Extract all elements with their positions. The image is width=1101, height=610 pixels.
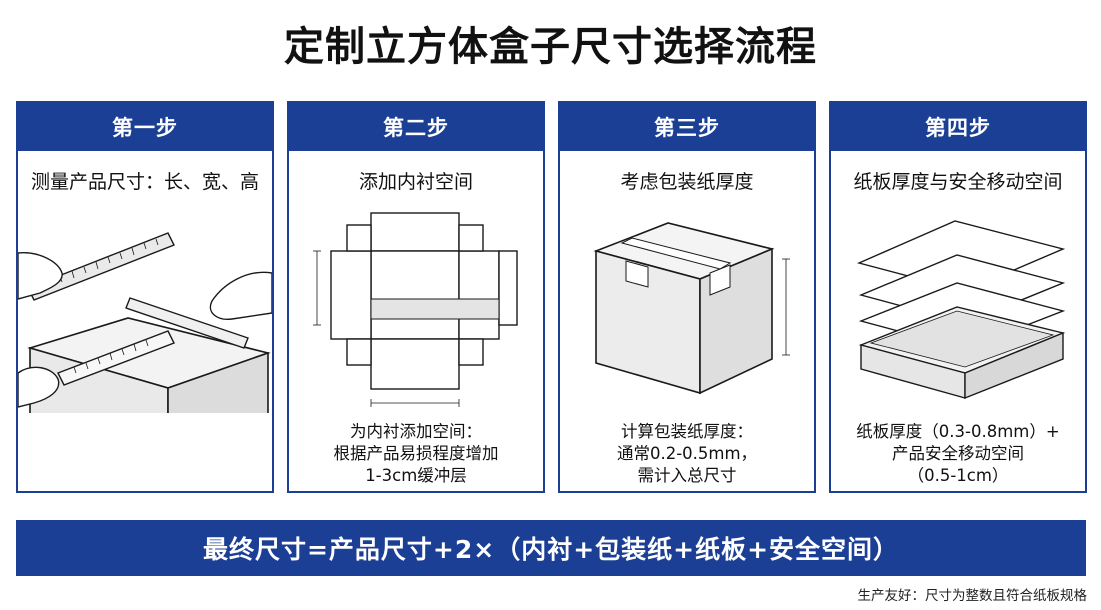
page-title: 定制立方体盒子尺寸选择流程 [284, 24, 817, 70]
step-3-header: 第三步 [560, 103, 814, 151]
step-1-subtitle: 测量产品尺寸：长、宽、高 [30, 171, 259, 193]
step-3-card: 第三步 考虑包装纸厚度 计算包装纸厚度： 通常0.2-0.5mm， 需计入总尺寸 [558, 101, 816, 493]
step-1-header: 第一步 [18, 103, 272, 151]
step-4-note: 纸板厚度（0.3-0.8mm）+ 产品安全移动空间 （0.5-1cm） [856, 422, 1060, 485]
step-4-card: 第四步 纸板厚度与安全移动空间 纸板厚度（0.3-0.8mm）+ 产品安全移动空… [829, 101, 1087, 493]
step-3-note: 计算包装纸厚度： 通常0.2-0.5mm， 需计入总尺寸 [616, 422, 758, 485]
step-4-header: 第四步 [831, 103, 1085, 151]
step-2-card: 第二步 添加内衬空间 为内衬添加空间： 根据产品易损程度增加 1-3cm缓冲层 [287, 101, 545, 493]
step-2-note: 为内衬添加空间： 根据产品易损程度增加 1-3cm缓冲层 [333, 422, 499, 485]
production-note: 生产友好：尺寸为整数且符合纸板规格 [857, 588, 1088, 604]
taped-box-illustration [593, 222, 790, 395]
step-1-card: 第一步 测量产品尺寸：长、宽、高 [16, 101, 274, 493]
step-3-subtitle: 考虑包装纸厚度 [620, 171, 754, 193]
step-2-subtitle: 添加内衬空间 [358, 171, 473, 193]
step-4-subtitle: 纸板厚度与安全移动空间 [853, 171, 1063, 193]
unfolded-box-diagram [313, 212, 518, 407]
final-size-formula: 最终尺寸=产品尺寸+2×（内衬+包装纸+纸板+安全空间） [16, 520, 1086, 576]
cardboard-layers-illustration [856, 220, 1066, 400]
step-2-header: 第二步 [289, 103, 543, 151]
measuring-hands-illustration [18, 232, 272, 413]
